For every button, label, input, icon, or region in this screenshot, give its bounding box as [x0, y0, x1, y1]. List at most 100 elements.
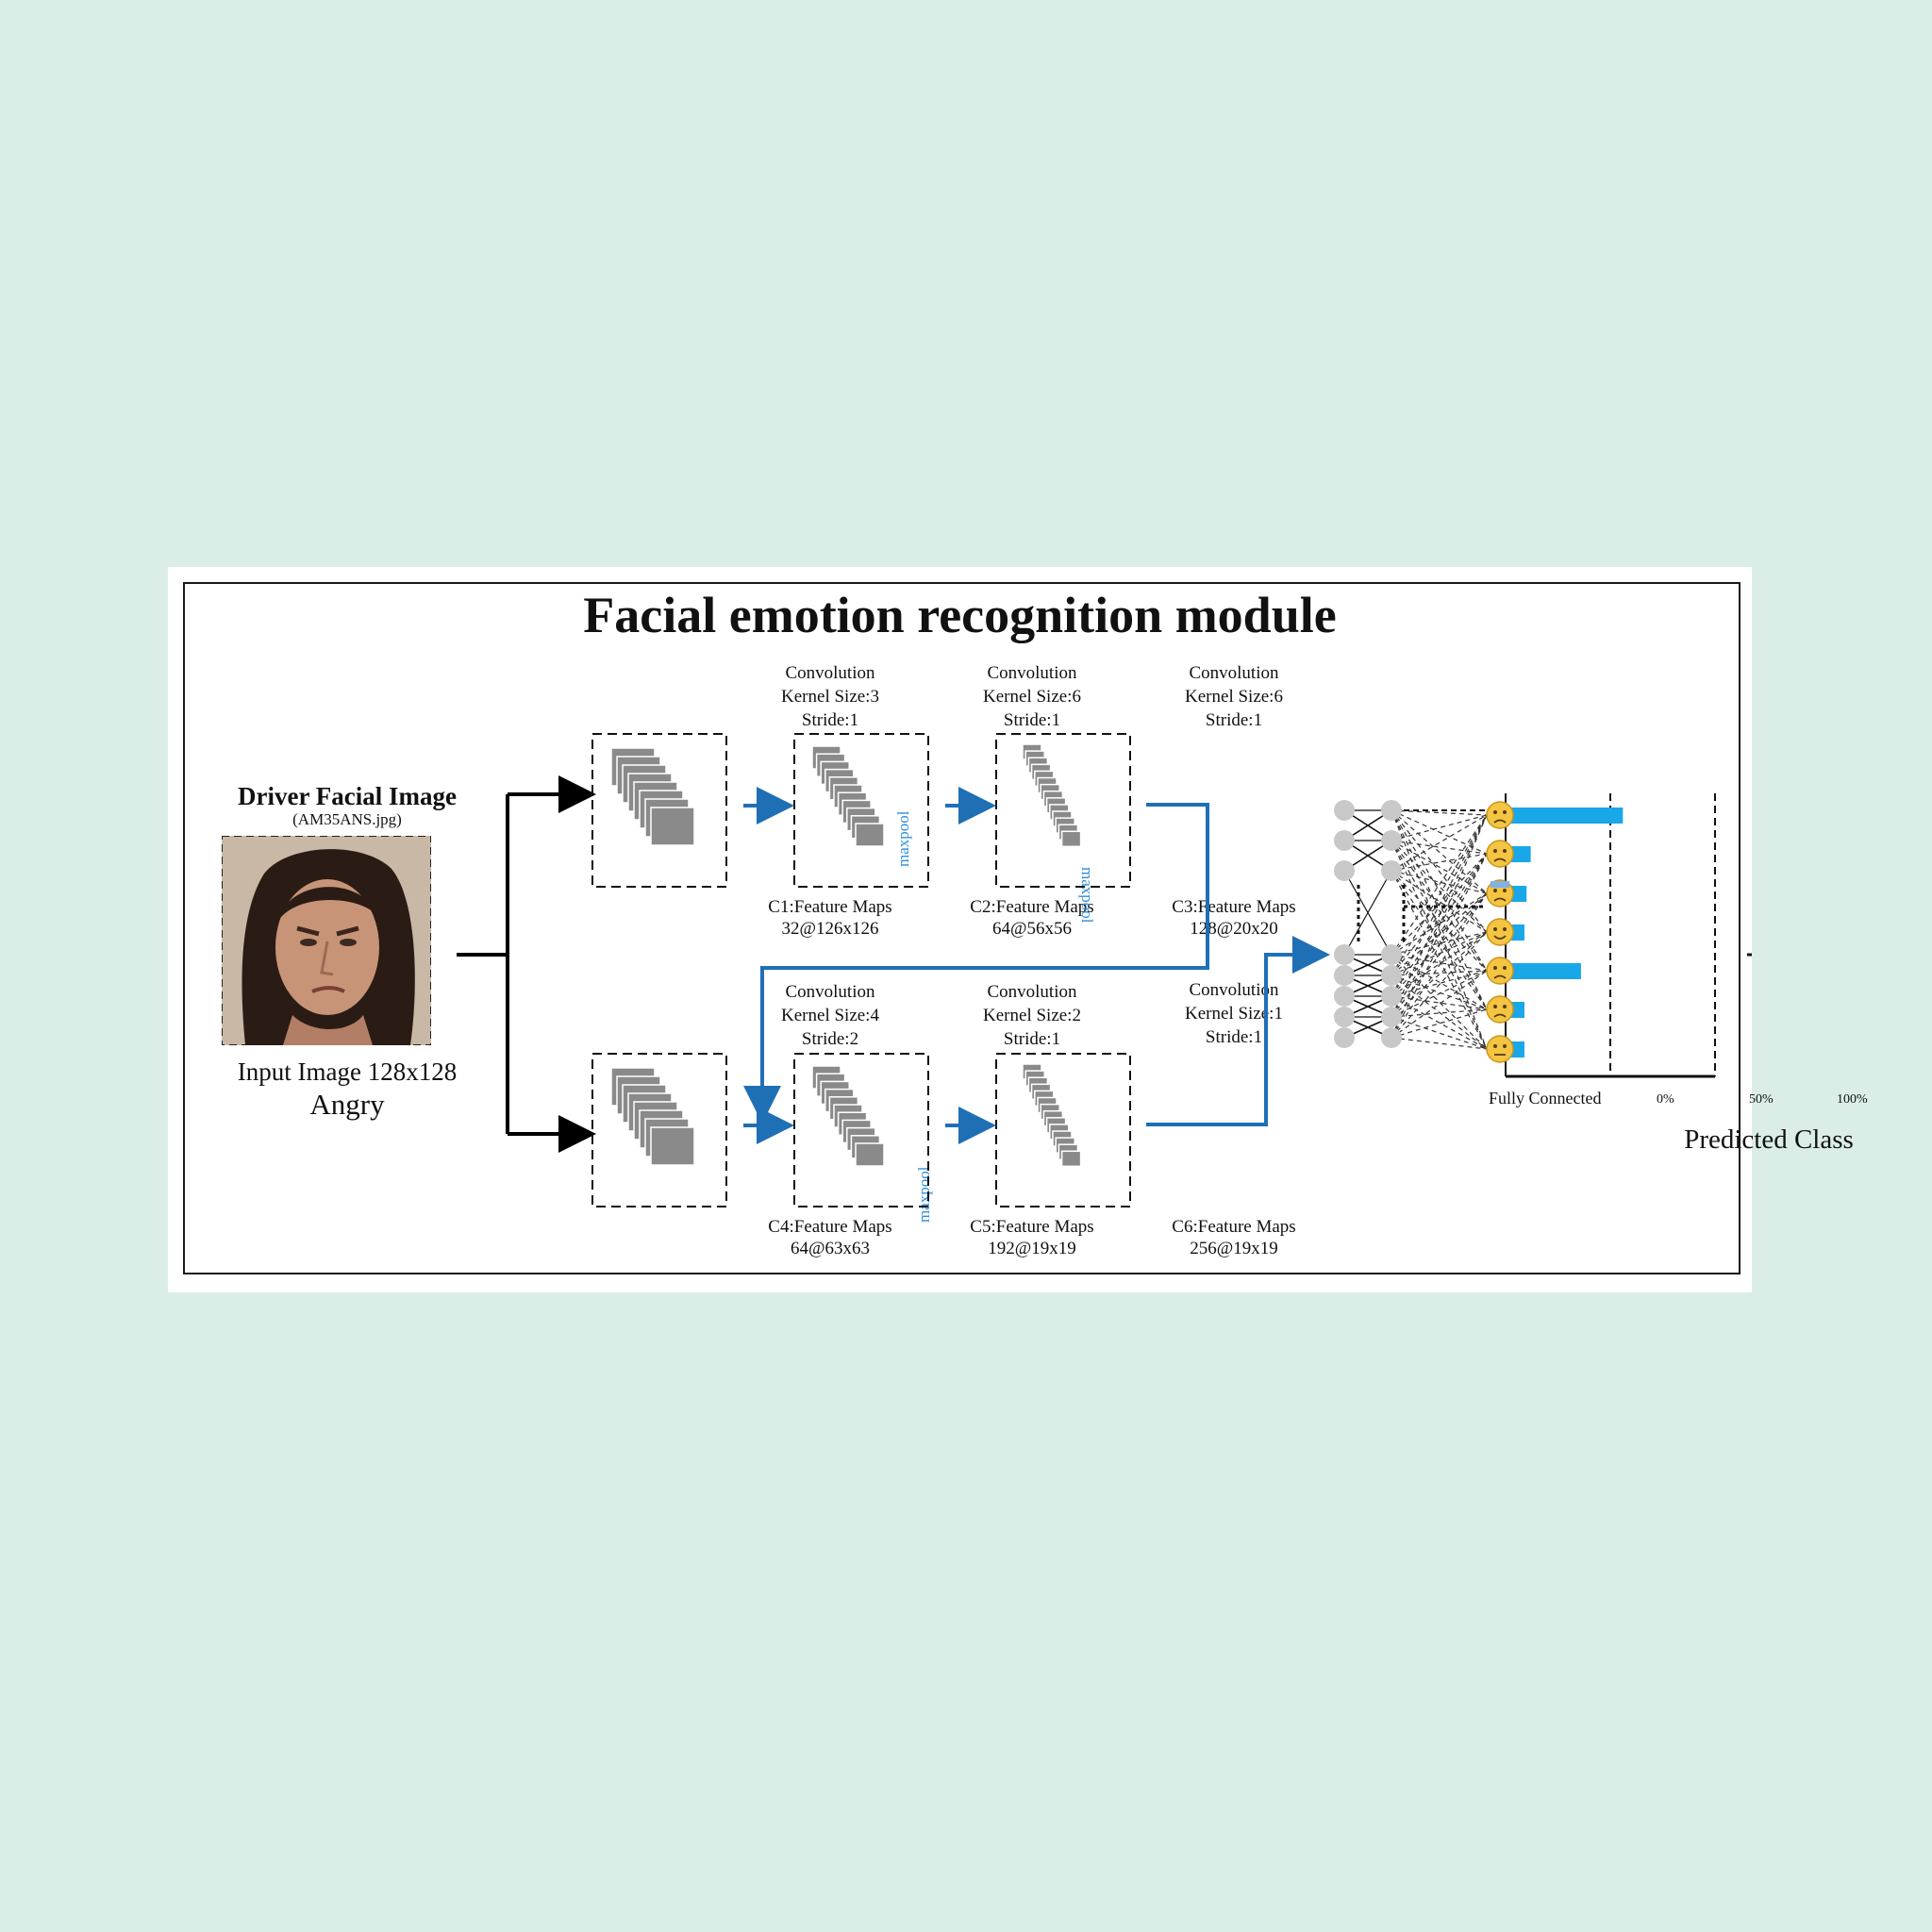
conv-stride-label: Stride:1 — [801, 710, 859, 730]
feature-maps-label: C6:Feature Maps — [1172, 1217, 1296, 1237]
fc-connection — [1391, 995, 1488, 1010]
emoji-mouth — [1493, 974, 1507, 979]
conv-op-label: Convolution — [987, 982, 1077, 1002]
axis-tick-label: 50% — [1749, 1092, 1774, 1107]
conv-block-c2-header: Convolution Kernel Size:6 Stride:1 — [947, 661, 1117, 732]
fc-neuron — [1334, 1007, 1355, 1027]
conv-block-frame — [793, 1053, 929, 1208]
emoji-eye — [1503, 1044, 1507, 1048]
conv-stride-label: Stride:1 — [1205, 710, 1263, 730]
conv-block-c3-footer: C3:Feature Maps 128@20x20 — [1149, 896, 1319, 940]
fc-connection — [1391, 809, 1488, 933]
input-branch-arrows — [457, 775, 596, 1153]
fc-connection — [1391, 970, 1488, 976]
fc-connection — [1391, 870, 1488, 1010]
feature-map-stacks — [610, 743, 1082, 1168]
fc-connection — [1391, 814, 1488, 872]
conv-block-frame — [793, 733, 929, 888]
fc-connection — [1391, 814, 1488, 1039]
feature-maps-dims: 64@63x63 — [791, 1239, 870, 1258]
conv-block-c6-footer: C6:Feature Maps 256@19x19 — [1149, 1216, 1319, 1259]
emoji-mouth — [1493, 858, 1507, 862]
fc-connection — [1391, 1008, 1488, 1018]
predicted-class-label: Predicted Class — [1684, 1124, 1854, 1155]
axis-tick-label: 100% — [1837, 1092, 1868, 1107]
fc-connection — [1391, 840, 1488, 894]
conv-block-frame — [995, 1053, 1131, 1208]
emoji-eye — [1493, 927, 1497, 931]
fc-connection — [1391, 853, 1488, 956]
emotion-emoji-icon — [1486, 957, 1514, 985]
fc-connection — [1391, 814, 1488, 841]
fc-neuron — [1381, 944, 1402, 965]
conv-stride-label: Stride:2 — [801, 1029, 859, 1049]
fc-connection — [1391, 970, 1488, 1018]
fc-connection — [1391, 870, 1488, 933]
feature-maps-dims: 256@19x19 — [1190, 1239, 1278, 1258]
fc-connection — [1391, 892, 1488, 1018]
fc-connection — [1391, 853, 1488, 976]
fc-neuron — [1381, 1027, 1402, 1048]
feature-maps-dims: 128@20x20 — [1190, 919, 1278, 939]
conv-op-label: Convolution — [785, 982, 875, 1002]
fc-connection — [1391, 809, 1488, 816]
conv-block-c2-footer: C2:Feature Maps 64@56x56 — [947, 896, 1117, 940]
prediction-bar — [1506, 963, 1581, 979]
fc-neuron — [1334, 965, 1355, 986]
conv-stride-label: Stride:1 — [1003, 1029, 1061, 1049]
conv-block-frame — [591, 1053, 727, 1208]
conv-op-label: Convolution — [1189, 663, 1279, 683]
feature-maps-label: C1:Feature Maps — [768, 897, 892, 917]
emoji-eye — [1493, 810, 1497, 814]
fc-connection — [1391, 809, 1488, 1010]
fc-connection — [1343, 870, 1392, 956]
fc-neuron — [1381, 1007, 1402, 1027]
feature-map — [1060, 1150, 1082, 1168]
emoji-eye — [1503, 966, 1507, 970]
fc-connection — [1391, 870, 1488, 972]
emoji-mouth — [1493, 935, 1507, 940]
fc-neuron — [1334, 944, 1355, 965]
input-filename: (AM35ANS.jpg) — [292, 810, 402, 828]
fc-connection — [1391, 809, 1488, 894]
fc-connection — [1391, 840, 1488, 855]
conv-op-label: Convolution — [1189, 980, 1279, 1000]
feature-map — [855, 823, 885, 847]
fc-connection — [1391, 931, 1488, 976]
emoji-eye — [1493, 966, 1497, 970]
conv-block-c3-header: Convolution Kernel Size:6 Stride:1 — [1149, 661, 1319, 732]
feature-maps-label: C5:Feature Maps — [970, 1217, 1094, 1237]
fc-neuron — [1381, 986, 1402, 1007]
fc-connection — [1391, 809, 1488, 855]
driver-face-photo — [222, 836, 431, 1045]
emoji-eye — [1503, 1005, 1507, 1008]
fully-connected-network — [1334, 800, 1488, 1050]
emoji-mouth — [1493, 1013, 1507, 1018]
fc-connection — [1391, 931, 1488, 997]
conv-kernel-label: Kernel Size:3 — [781, 687, 879, 707]
feature-map — [650, 1126, 695, 1166]
conv-op-label: Convolution — [785, 663, 875, 683]
fc-connection — [1391, 931, 1488, 1018]
fc-neuron — [1334, 830, 1355, 851]
feature-maps-dims: 192@19x19 — [988, 1239, 1076, 1258]
fc-connection — [1391, 853, 1488, 1018]
conv-block-c6-header: Convolution Kernel Size:1 Stride:1 — [1149, 978, 1319, 1049]
conv-stride-label: Stride:1 — [1205, 1027, 1263, 1047]
conv-stride-label: Stride:1 — [1003, 710, 1061, 730]
fc-connection — [1391, 892, 1488, 956]
conv-kernel-label: Kernel Size:1 — [1185, 1004, 1283, 1024]
fc-neuron — [1334, 800, 1355, 821]
input-title: Driver Facial Image — [238, 782, 457, 810]
emoji-eye — [1493, 849, 1497, 853]
fc-connection — [1391, 814, 1488, 997]
page-title: Facial emotion recognition module — [583, 587, 1337, 643]
fc-connection — [1391, 814, 1488, 956]
emotion-emoji-icon — [1486, 995, 1514, 1024]
diagram-frame — [183, 582, 1740, 1274]
conv-op-label: Convolution — [987, 663, 1077, 683]
feature-maps-label: C4:Feature Maps — [768, 1217, 892, 1237]
emoji-fear-tint — [1491, 881, 1509, 888]
conv-block-c1-footer: C1:Feature Maps 32@126x126 — [745, 896, 915, 940]
emotion-emoji-icon — [1486, 918, 1514, 946]
